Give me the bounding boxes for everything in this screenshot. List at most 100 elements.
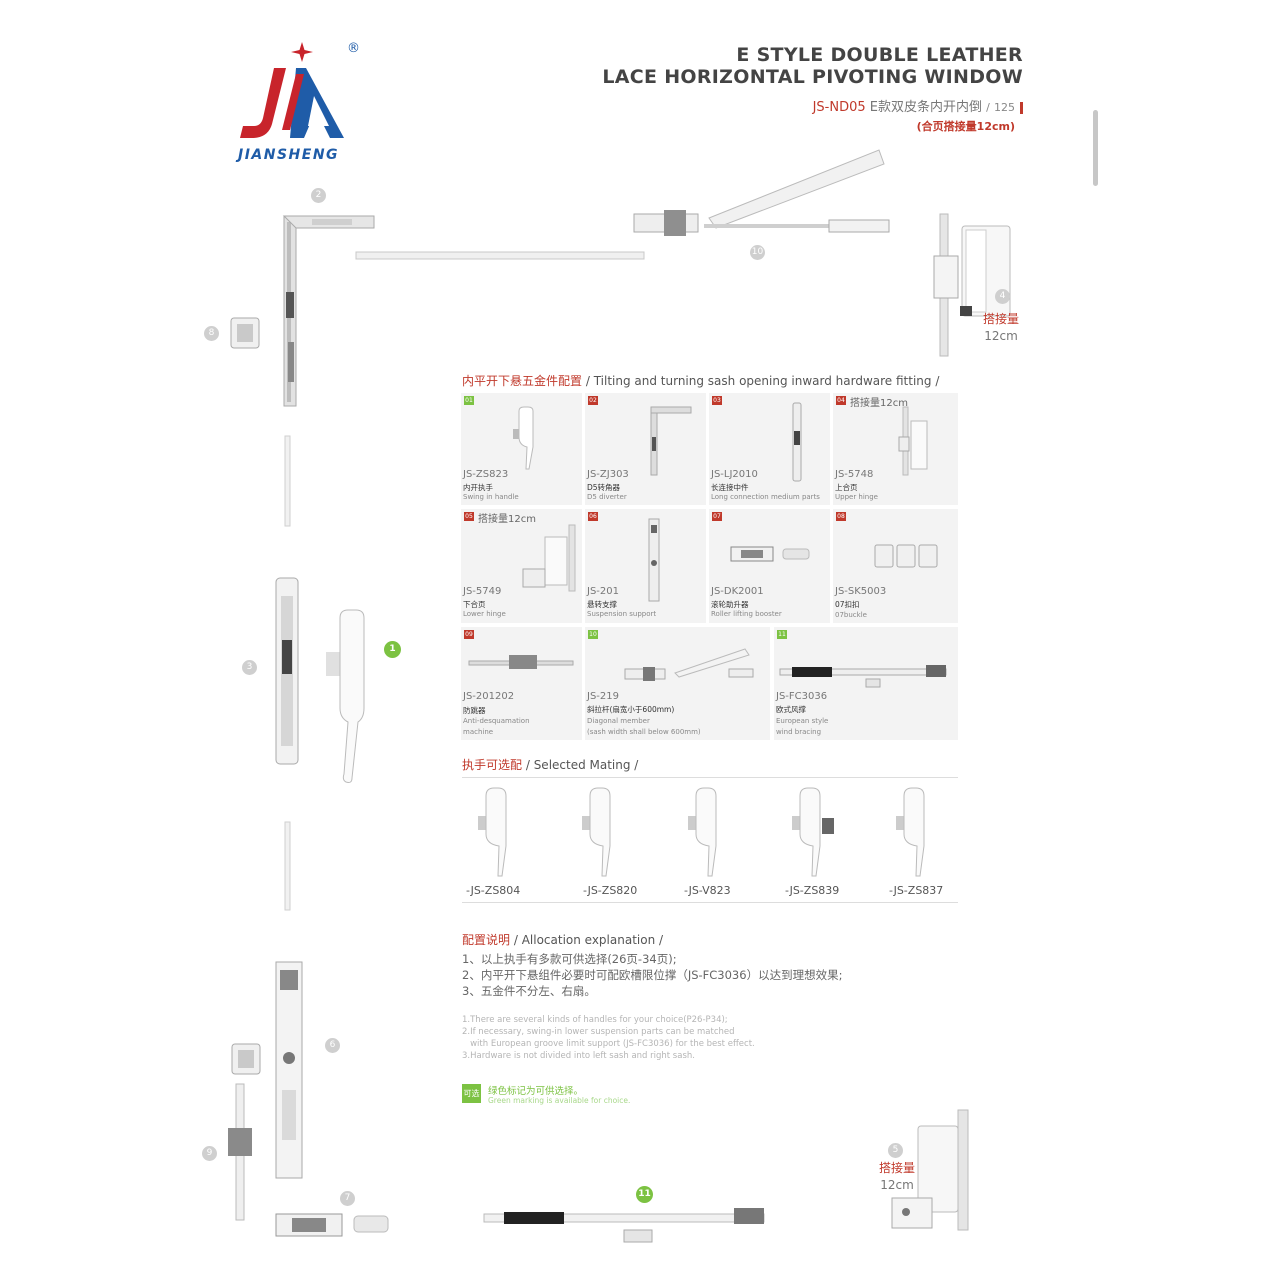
fitting-item-08: 08 JS-SK5003 07扣扣 07buckle — [833, 509, 958, 623]
upper-hinge-caption-size: 12cm — [984, 329, 1018, 343]
allocation-note-cn: 2、内平开下悬组件必要时可配欧槽限位撑（JS-FC3036）以达到理想效果; — [462, 968, 843, 982]
fitting-heading-cn: 内平开下悬五金件配置 — [462, 374, 583, 388]
allocation-section-heading: 配置说明 / Allocation explanation / — [462, 931, 663, 948]
fitting-section-heading: 内平开下悬五金件配置 / Tilting and turning sash op… — [462, 372, 939, 389]
fitting-thumb — [730, 546, 810, 562]
suspension-support-part — [275, 961, 303, 1179]
model-code: JS-ND05 — [812, 100, 866, 115]
rod-segment-upper — [284, 435, 291, 527]
fitting-item-05: 05 搭接量12cm JS-5749 下合页 Lower hinge — [461, 509, 582, 623]
handle-thumb-zs804 — [478, 787, 507, 877]
lower-hinge-caption-size: 12cm — [880, 1178, 914, 1192]
mating-heading-cn: 执手可选配 — [462, 758, 523, 772]
buckle-part — [231, 1043, 261, 1075]
callout-4: 4 — [995, 289, 1010, 304]
allocation-note-en: 2.If necessary, swing-in lower suspensio… — [462, 1027, 735, 1037]
handle-label: -JS-ZS839 — [785, 884, 840, 897]
page-title-line1: E STYLE DOUBLE LEATHER — [736, 44, 1023, 66]
lower-hinge-caption: 搭接量 12cm — [879, 1160, 915, 1194]
fitting-thumb — [874, 544, 938, 568]
page-separator: / — [986, 101, 990, 114]
allocation-note-cn: 1、以上执手有多款可供选择(26页-34页); — [462, 952, 677, 966]
callout-11: 11 — [636, 1186, 653, 1203]
fitting-item-01: 01 JS-ZS823 内开执手 Swing in handle — [461, 393, 582, 505]
allocation-note-en: 3.Hardware is not divided into left sash… — [462, 1051, 695, 1061]
fitting-thumb — [648, 518, 660, 602]
fitting-item-04: 04 搭接量12cm JS-5748 上合页 Upper hinge — [833, 393, 958, 505]
keeper-part — [230, 317, 260, 349]
registered-mark: ® — [347, 41, 360, 56]
mating-section-heading: 执手可选配 / Selected Mating / — [462, 756, 638, 773]
fitting-item-02: 02 JS-ZJ303 D5转角器 D5 diverter — [585, 393, 706, 505]
model-name-cn: E款双皮条内开内倒 — [869, 100, 982, 115]
fitting-item-07: 07 JS-DK2001 滚轮助升器 Roller lifting booste… — [709, 509, 830, 623]
fitting-item-03: 03 JS-LJ2010 长连接中件 Long connection mediu… — [709, 393, 830, 505]
anti-lift-part — [228, 1083, 252, 1221]
lock-icon — [822, 818, 834, 834]
fitting-thumb — [624, 648, 754, 681]
rod-segment-lower — [284, 821, 291, 911]
fitting-thumb — [650, 406, 692, 476]
handle-label: -JS-ZS837 — [889, 884, 944, 897]
mating-bottom-rule — [462, 902, 958, 903]
wind-bracing-part — [483, 1208, 765, 1243]
fitting-heading-en: / Tilting and turning sash opening inwar… — [582, 374, 940, 388]
handle-thumb-zs820 — [582, 787, 611, 877]
page-marker — [1020, 101, 1023, 114]
page-number: 125 — [994, 101, 1015, 114]
upper-hinge-caption: 搭接量 12cm — [983, 311, 1019, 345]
green-marking-badge: 可选 — [462, 1084, 481, 1103]
green-marking-note-cn: 绿色标记为可供选择。 — [488, 1086, 584, 1097]
lower-hinge-caption-cn: 搭接量 — [879, 1161, 916, 1175]
callout-1: 1 — [384, 641, 401, 658]
corner-diverter-part — [282, 215, 375, 407]
diagonal-member-part — [633, 149, 890, 236]
allocation-note-en: with European groove limit support (JS-F… — [462, 1039, 755, 1049]
callout-3: 3 — [242, 660, 257, 675]
allocation-heading-cn: 配置说明 — [462, 933, 511, 947]
fitting-thumb — [513, 406, 534, 470]
swing-in-handle-part — [326, 609, 365, 783]
handle-thumb-v823 — [688, 787, 717, 877]
brand-name: JIANSHENG — [235, 147, 339, 163]
mating-heading-en: / Selected Mating / — [522, 758, 639, 772]
roller-booster-part — [275, 1213, 389, 1237]
fitting-thumb — [898, 406, 928, 476]
model-line: JS-ND05 E款双皮条内开内倒 / 125 — [813, 96, 1023, 115]
allocation-note-en: 1.There are several kinds of handles for… — [462, 1015, 728, 1025]
hinge-overlap-note: (合页搭接量12cm) — [916, 120, 1015, 133]
allocation-note-cn: 3、五金件不分左、右扇。 — [462, 984, 596, 998]
fitting-item-06: 06 JS-201 悬转支撑 Suspension support — [585, 509, 706, 623]
fitting-thumb — [792, 402, 802, 482]
callout-10: 10 — [750, 245, 765, 260]
handle-label: -JS-V823 — [684, 884, 731, 897]
lower-hinge-part — [891, 1109, 969, 1231]
fitting-item-09: 09 JS-201202 防跳器 Anti-desquamation machi… — [461, 627, 582, 740]
callout-7: 7 — [340, 1191, 355, 1206]
handle-label: -JS-ZS820 — [583, 884, 638, 897]
handle-thumb-zs839 — [792, 787, 834, 877]
long-connection-part — [275, 577, 299, 765]
brand-logo: ® JIANSHENG — [235, 41, 360, 163]
upper-hinge-caption-cn: 搭接量 — [983, 312, 1020, 326]
fitting-thumb — [779, 665, 947, 688]
connecting-rod-part — [355, 251, 645, 260]
callout-2: 2 — [311, 188, 326, 203]
fitting-item-10: 10 JS-219 斜拉杆(扇宽小于600mm) Diagonal member… — [585, 627, 770, 740]
callout-9: 9 — [202, 1146, 217, 1161]
star-icon — [291, 42, 313, 62]
callout-8: 8 — [204, 326, 219, 341]
scrollbar[interactable] — [1093, 110, 1098, 186]
fitting-item-11: 11 JS-FC3036 欧式风撑 European style wind br… — [774, 627, 958, 740]
callout-5: 5 — [888, 1143, 903, 1158]
page-title-line2: LACE HORIZONTAL PIVOTING WINDOW — [602, 66, 1023, 88]
green-marking-note-en: Green marking is available for choice. — [488, 1096, 631, 1105]
allocation-heading-en: / Allocation explanation / — [510, 933, 664, 947]
mating-top-rule — [462, 777, 958, 778]
upper-hinge-part — [933, 213, 1011, 357]
fitting-thumb — [468, 655, 574, 669]
fitting-thumb — [522, 524, 576, 592]
handle-thumb-zs837 — [896, 787, 925, 877]
callout-6: 6 — [325, 1038, 340, 1053]
handle-label: -JS-ZS804 — [466, 884, 521, 897]
